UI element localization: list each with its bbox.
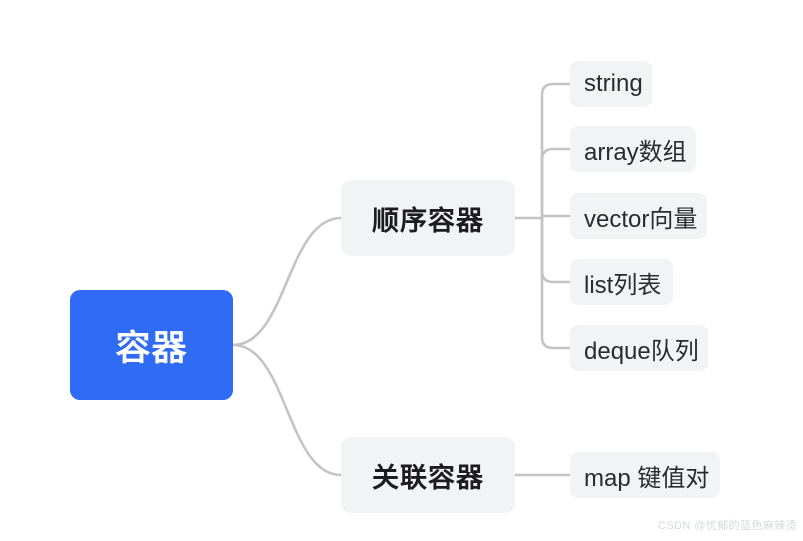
leaf-node-label: string (584, 70, 643, 97)
leaf-node-vector[interactable]: vector向量 (570, 193, 707, 239)
leaf-node-string[interactable]: string (570, 61, 652, 107)
branch-node-sequential-containers[interactable]: 顺序容器 (341, 180, 515, 256)
leaf-node-array[interactable]: array数组 (570, 126, 696, 172)
edge-sequential-to-string (540, 82, 572, 220)
leaf-node-list[interactable]: list列表 (570, 259, 673, 305)
leaf-node-label: vector向量 (584, 205, 698, 233)
leaf-node-label: deque队列 (584, 337, 699, 365)
edge-sequential-to-deque (540, 216, 572, 350)
leaf-node-label: map 键值对 (584, 464, 710, 492)
root-node-container[interactable]: 容器 (70, 290, 233, 400)
branch-node-label: 关联容器 (372, 462, 484, 493)
branch-node-associative-containers[interactable]: 关联容器 (341, 437, 515, 513)
watermark-text: CSDN @忧郁的蓝色麻辣烫 (658, 520, 797, 532)
root-node-label: 容器 (115, 328, 188, 368)
leaf-node-label: list列表 (584, 271, 662, 299)
leaf-node-map[interactable]: map 键值对 (570, 452, 720, 498)
edge-root-to-associative (231, 343, 343, 477)
edge-sequential-to-array (540, 147, 572, 220)
leaf-node-label: array数组 (584, 138, 687, 166)
leaf-node-deque[interactable]: deque队列 (570, 325, 708, 371)
edge-root-to-sequential (231, 216, 343, 347)
branch-node-label: 顺序容器 (372, 205, 484, 236)
edge-sequential-to-list (540, 216, 572, 284)
